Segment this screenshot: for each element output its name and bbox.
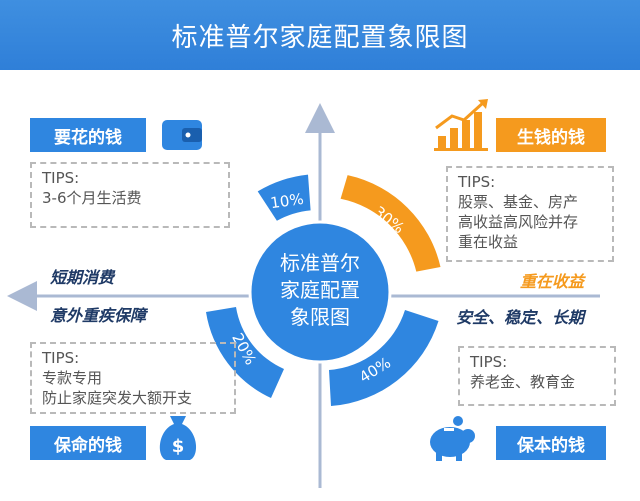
axis-focus-return: 重在收益 bbox=[520, 272, 585, 291]
center-line-1: 标准普尔 bbox=[280, 251, 360, 275]
label-grow-money: 生钱的钱 bbox=[496, 118, 606, 152]
label-spend-money: 要花的钱 bbox=[30, 118, 146, 152]
axis-accident: 意外重疾保障 bbox=[50, 306, 147, 325]
center-line-2: 家庭配置 bbox=[280, 278, 360, 302]
center-line-3: 象限图 bbox=[290, 305, 350, 329]
axis-safe-stable: 安全、稳定、长期 bbox=[456, 308, 585, 327]
wallet-icon bbox=[162, 120, 202, 150]
growth-chart-icon bbox=[434, 99, 488, 151]
percent-spend: 10% bbox=[269, 190, 305, 212]
segment-preserve-40 bbox=[329, 310, 439, 406]
tips-preserve: TIPS: 养老金、教育金 bbox=[458, 346, 616, 406]
axis-short-term: 短期消费 bbox=[50, 268, 115, 287]
page-title: 标准普尔家庭配置象限图 bbox=[0, 0, 640, 70]
segment-protect-20 bbox=[206, 307, 284, 398]
segment-grow-30 bbox=[340, 175, 441, 272]
tips-protect: TIPS: 专款专用 防止家庭突发大额开支 bbox=[30, 342, 236, 414]
tips-grow: TIPS: 股票、基金、房产 高收益高风险并存 重在收益 bbox=[446, 166, 614, 262]
money-bag-icon: $ bbox=[159, 416, 197, 460]
svg-text:$: $ bbox=[172, 436, 185, 457]
center-circle bbox=[248, 220, 392, 364]
center-label: 标准普尔 家庭配置 象限图 bbox=[262, 250, 378, 331]
label-preserve-money: 保本的钱 bbox=[496, 426, 606, 460]
piggy-bank-icon bbox=[430, 416, 475, 461]
label-protect-money: 保命的钱 bbox=[30, 426, 146, 460]
segment-spend-10 bbox=[257, 174, 311, 221]
tips-spend: TIPS: 3-6个月生活费 bbox=[30, 162, 230, 228]
